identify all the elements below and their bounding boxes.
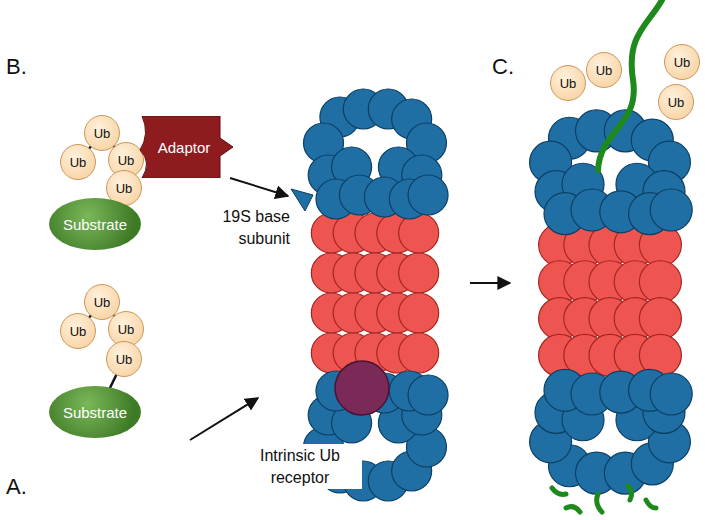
node-text: Ub [116,352,133,367]
cap-subunit [650,189,692,231]
ubiquitin-circle: Ub [664,44,700,80]
node-text: Ub [94,126,111,141]
flow-arrows [190,178,510,440]
node-text: Ub [674,55,691,70]
node-text: Ub [668,95,685,110]
proteasome [530,110,693,494]
substrate-ellipse: Substrate [49,386,141,438]
core-subunit [399,333,439,373]
node-text: Ub [94,295,111,310]
node-text: Ub [118,153,135,168]
panel-letter: C. [492,52,532,82]
ubiquitin-circle: Ub [106,341,142,377]
ubiquitin-circle: Ub [586,52,622,88]
cap-subunit [408,175,448,215]
node-text: Ub [560,76,577,91]
node-text: Substrate [63,404,127,421]
core-subunit [639,261,681,303]
label-text: A. [6,474,27,499]
adaptor-fill [140,116,233,178]
node-text: Ub [118,322,135,337]
node-text: Ub [70,324,87,339]
ubiquitin-circle: Ub [550,65,586,101]
ubiquitin-circle: Ub [658,84,694,120]
ubiquitin-circle: Ub [60,313,96,349]
core-subunit [399,293,439,333]
ub-receptor [335,361,389,415]
peptide-fragments [552,486,656,512]
cap-subunit [650,373,692,415]
panel-letter: A. [6,472,46,502]
node-text: Ub [70,155,87,170]
node-text: Ub [116,181,133,196]
substrate-ellipse: Substrate [49,198,141,250]
node-text: Ub [596,63,613,78]
adaptor-shape: Adaptor [138,116,234,178]
label-text: 19S base subunit [222,208,290,247]
node-text: Adaptor [158,139,211,156]
ubiquitin-circle: Ub [60,144,96,180]
core-subunit [639,298,681,340]
core-subunit [399,253,439,293]
base-subunit-notch [291,189,313,211]
part-label: Intrinsic Ub receptor [238,444,362,489]
proteasome [304,89,449,501]
panel-letter: B. [6,52,46,82]
label-text: B. [6,54,27,79]
label-text: C. [492,54,514,79]
cap-subunit [408,375,448,415]
label-text: Intrinsic Ub receptor [260,447,340,486]
part-label: 19S base subunit [204,206,290,249]
node-text: Substrate [63,216,127,233]
